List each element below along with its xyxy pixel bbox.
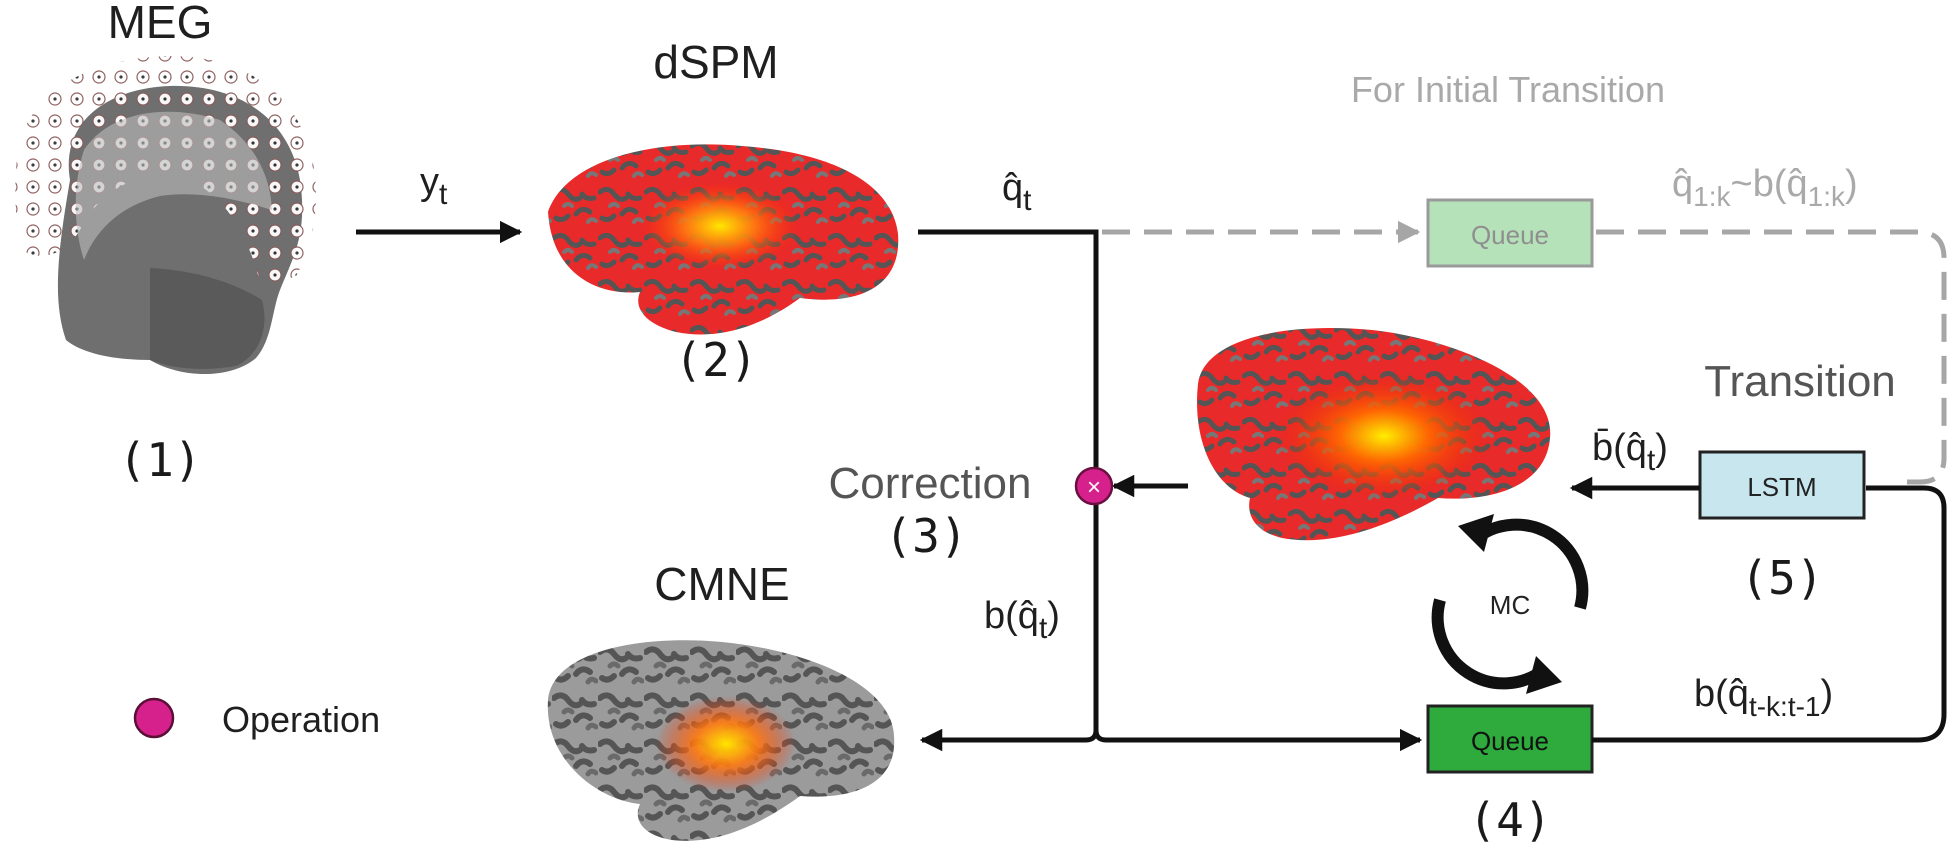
step-number-3: (3)	[884, 509, 967, 563]
initial-sample-label: q̂1:k~b(q̂1:k)	[1672, 163, 1858, 212]
main-signal-line	[918, 229, 1099, 736]
b-q-hat-history-label: b(q̂t-k:t-1)	[1694, 673, 1833, 722]
b-q-hat-t-label: b(q̂t)	[984, 595, 1060, 645]
operation-node	[1074, 466, 1114, 506]
initial-queue-label: Queue	[1471, 220, 1549, 250]
lstm-label: LSTM	[1747, 472, 1816, 502]
operation-symbol: ×	[1087, 474, 1101, 501]
step-number-5: (5)	[1740, 551, 1823, 605]
queue-box	[1426, 704, 1594, 774]
meg-title: MEG	[108, 0, 213, 48]
legend-operation-marker	[133, 697, 175, 739]
step-number-1: (1)	[118, 433, 201, 487]
arrow-to-cmne	[919, 728, 1099, 752]
transition-title: Transition	[1704, 357, 1896, 406]
initial-transition-title: For Initial Transition	[1351, 69, 1665, 110]
queue-to-lstm-line	[1592, 485, 1947, 743]
dspm-brain-image	[548, 144, 899, 335]
arrow-to-queue	[1093, 728, 1423, 752]
queue-label: Queue	[1471, 726, 1549, 756]
initial-queue-box	[1426, 198, 1594, 268]
cmne-brain-image	[547, 640, 895, 841]
dashed-initial-return	[1596, 229, 1947, 485]
y-t-label: yt	[420, 161, 448, 211]
q-hat-t-label: q̂t	[1002, 167, 1032, 217]
correction-title: Correction	[829, 459, 1032, 508]
mc-cycle-arrows	[1431, 514, 1589, 694]
step-number-4: (4)	[1468, 793, 1551, 847]
dspm-title: dSPM	[653, 36, 778, 88]
mc-label: MC	[1490, 590, 1530, 620]
b-bar-q-hat-label: b̄(q̂t)	[1592, 427, 1668, 477]
legend: Operation	[133, 697, 380, 740]
meg-head-image	[15, 56, 316, 374]
cmne-title: CMNE	[654, 558, 789, 610]
lstm-box	[1698, 450, 1866, 520]
step-number-2: (2)	[674, 333, 757, 387]
legend-operation-label: Operation	[222, 699, 380, 740]
